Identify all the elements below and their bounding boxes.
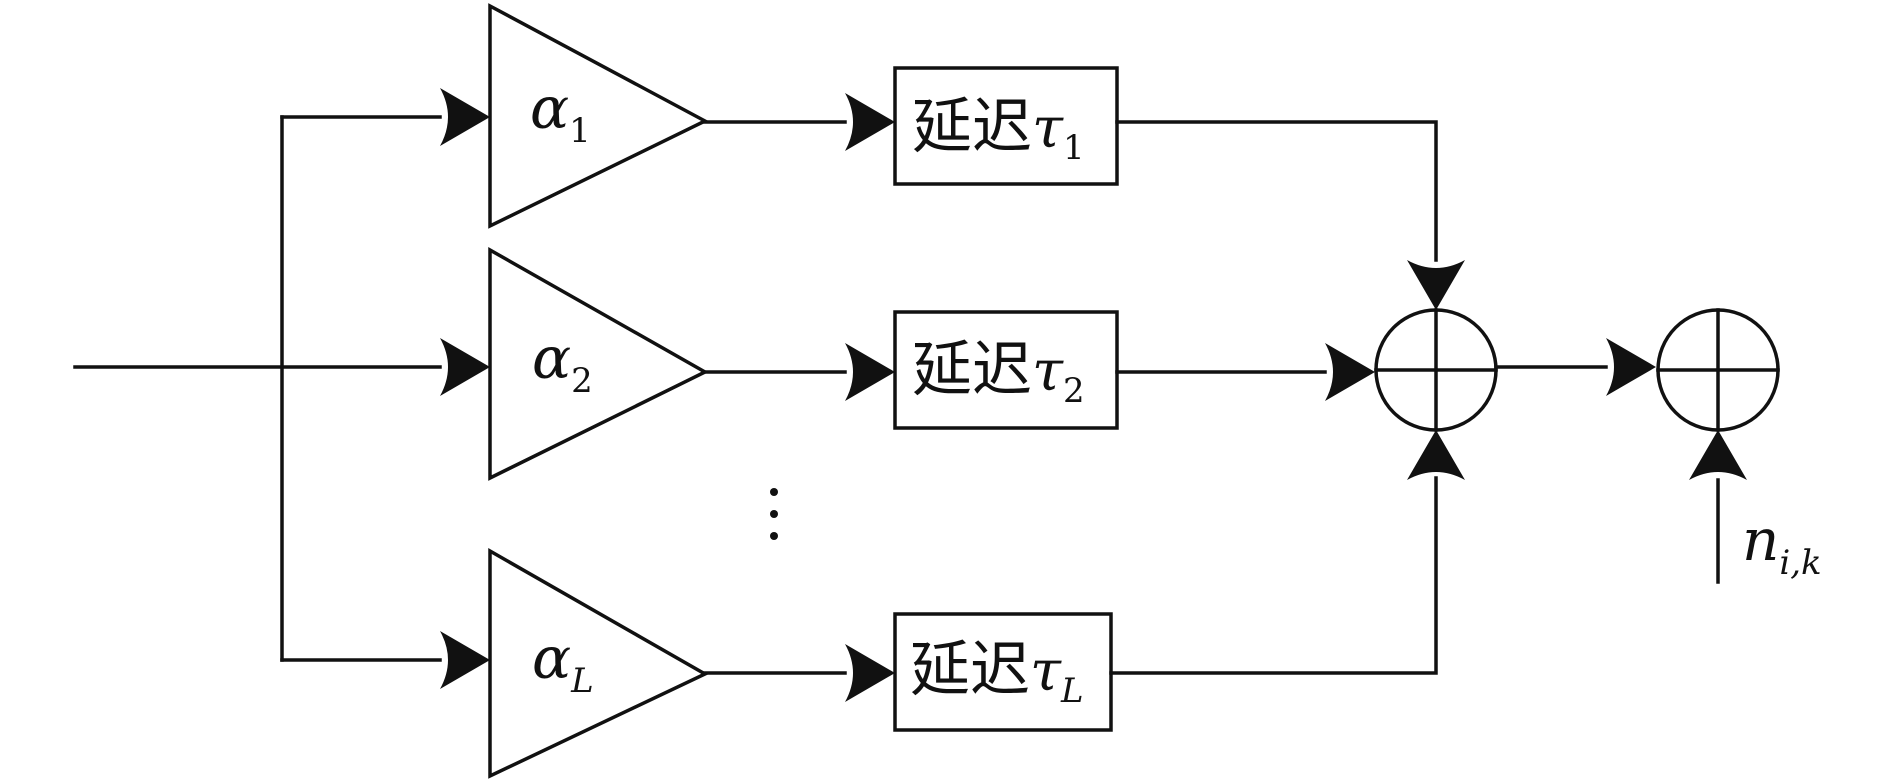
ellipsis-dot	[770, 488, 778, 496]
delay-L-to-summer-line	[1109, 476, 1438, 675]
arrow-into-amp-1	[440, 88, 490, 146]
delay-label-2: 延迟τ2	[912, 335, 1085, 411]
noise-adder	[1656, 308, 1780, 432]
arrow-into-summer-top	[1407, 260, 1465, 310]
gain-label-2: α2	[532, 324, 593, 401]
arrow-into-delay-2	[845, 343, 895, 401]
gain-label-L: αL	[532, 624, 594, 701]
arrow-into-summer-left	[1325, 343, 1375, 401]
delay-label-L: 延迟τL	[910, 635, 1084, 711]
noise-label: ni,k	[1742, 506, 1822, 583]
arrow-into-summer-bottom	[1407, 430, 1465, 480]
arrow-into-delay-1	[845, 93, 895, 151]
arrow-into-noise-adder	[1606, 338, 1656, 396]
summing-junction	[1374, 308, 1498, 432]
arrow-noise-into-adder	[1689, 430, 1747, 480]
gain-label-1: α1	[530, 74, 591, 151]
ellipsis-dots	[770, 488, 778, 540]
amplifier-1	[488, 3, 709, 229]
amplifier-2	[488, 246, 709, 481]
delay-block-L	[893, 612, 1113, 732]
delay-label-1: 延迟τ1	[912, 92, 1085, 168]
delay-block-1	[893, 66, 1119, 186]
delay-block-2	[893, 310, 1119, 430]
delay-1-to-summer-line	[1115, 120, 1438, 262]
ellipsis-dot	[770, 510, 778, 518]
amplifier-L	[488, 547, 709, 779]
arrow-into-amp-2	[440, 338, 490, 396]
ellipsis-dot	[770, 532, 778, 540]
arrow-into-amp-L	[440, 631, 490, 689]
arrow-into-delay-L	[845, 644, 895, 702]
